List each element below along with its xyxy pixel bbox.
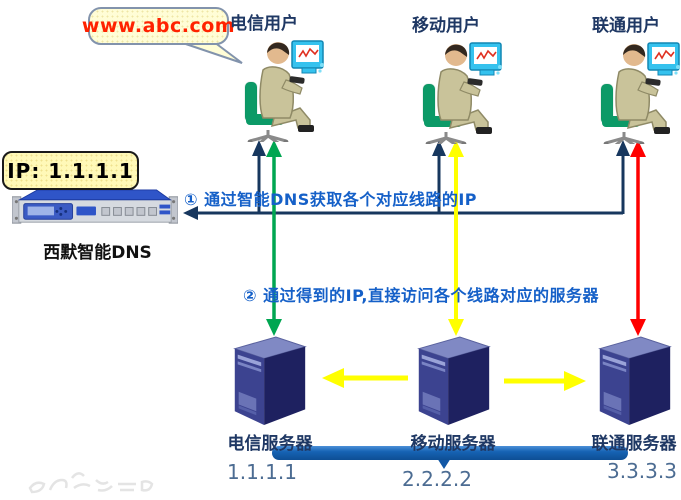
unicom-route-arrow bbox=[630, 140, 646, 336]
dns-ip-text: IP: 1.1.1.1 bbox=[7, 158, 134, 183]
dns-query-arrow bbox=[183, 140, 630, 220]
server-label-telecom: 电信服务器 bbox=[227, 434, 313, 454]
user-computer-icon-mobile bbox=[416, 34, 502, 144]
server-label-unicom: 联通服务器 bbox=[591, 434, 677, 454]
bottom-bar-pointer bbox=[437, 458, 451, 469]
speech-bubble: www.abc.com bbox=[82, 7, 235, 45]
step1-text: ① 通过智能DNS获取各个对应线路的IP bbox=[184, 190, 477, 209]
user-label-mobile: 移动用户 bbox=[412, 16, 480, 36]
dns-appliance-label: 西默智能DNS bbox=[43, 243, 152, 263]
server-sync-arrow-left bbox=[322, 368, 408, 388]
server-group-bar bbox=[272, 446, 628, 460]
domain-query-text: www.abc.com bbox=[81, 15, 236, 37]
mobile-route-arrow bbox=[448, 140, 464, 336]
user-computer-icon-telecom bbox=[238, 32, 324, 142]
server-ip-mobile: 2.2.2.2 bbox=[402, 467, 472, 491]
server-tower-unicom bbox=[590, 330, 678, 430]
step2-text: ② 通过得到的IP,直接访问各个线路对应的服务器 bbox=[243, 286, 599, 305]
server-label-mobile: 移动服务器 bbox=[410, 434, 496, 454]
watermark bbox=[28, 472, 154, 494]
dns-ip-callout: IP: 1.1.1.1 bbox=[2, 151, 139, 190]
dns-appliance-icon bbox=[12, 187, 178, 230]
user-label-telecom: 电信用户 bbox=[230, 14, 298, 34]
server-ip-telecom: 1.1.1.1 bbox=[227, 460, 297, 484]
server-ip-unicom: 3.3.3.3 bbox=[607, 459, 677, 483]
user-label-unicom: 联通用户 bbox=[592, 16, 660, 36]
user-computer-icon-unicom bbox=[594, 34, 680, 144]
server-tower-mobile bbox=[409, 330, 497, 430]
server-tower-telecom bbox=[225, 330, 313, 430]
telecom-route-arrow bbox=[266, 140, 282, 336]
server-sync-arrow-right bbox=[504, 371, 586, 391]
